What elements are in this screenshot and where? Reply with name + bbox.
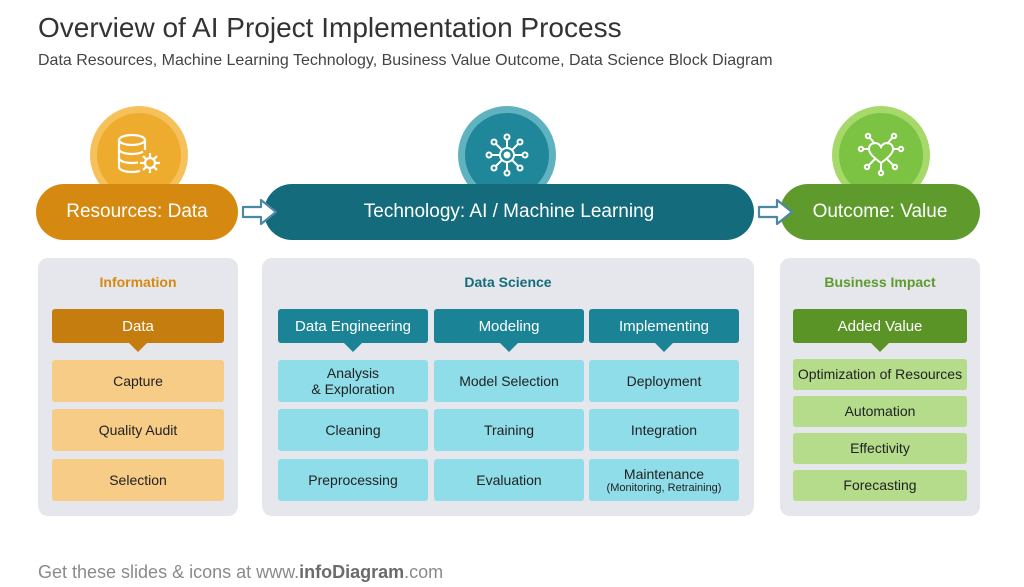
- data-engineering-label: Data Engineering: [295, 317, 411, 335]
- list-item: Analysis & Exploration: [278, 360, 428, 402]
- list-item: Maintenance (Monitoring, Retraining): [589, 459, 739, 501]
- circuit-heart-icon: [857, 132, 905, 177]
- implementing-header: Implementing: [589, 309, 739, 352]
- list-item: Model Selection: [434, 360, 584, 402]
- database-gear-icon: [117, 133, 160, 174]
- list-item: Cleaning: [278, 409, 428, 451]
- data-science-title: Data Science: [464, 274, 552, 290]
- arrow-right-icon: [241, 198, 278, 226]
- list-item: Preprocessing: [278, 459, 428, 501]
- information-title: Information: [99, 274, 177, 290]
- arrow-right-icon: [757, 198, 794, 226]
- list-item: Training: [434, 409, 584, 451]
- list-item: Integration: [589, 409, 739, 451]
- technology-stage: Technology: AI / Machine Learning: [264, 184, 754, 240]
- list-item: Forecasting: [793, 470, 967, 501]
- list-item: Quality Audit: [52, 409, 224, 451]
- technology-stage-label: Technology: AI / Machine Learning: [363, 201, 655, 222]
- data-header-label: Data: [122, 317, 154, 335]
- data-engineering-header: Data Engineering: [278, 309, 428, 352]
- resources-stage: Resources: Data: [36, 184, 238, 240]
- list-item: Automation: [793, 396, 967, 427]
- list-item: Evaluation: [434, 459, 584, 501]
- footer-credit: Get these slides & icons at www.infoDiag…: [38, 562, 444, 582]
- resources-stage-label: Resources: Data: [66, 201, 208, 222]
- list-item: Selection: [52, 459, 224, 501]
- list-item: Deployment: [589, 360, 739, 402]
- outcome-stage: Outcome: Value: [780, 184, 980, 240]
- page-title: Overview of AI Project Implementation Pr…: [38, 12, 622, 43]
- circuit-brain-icon: [485, 133, 529, 177]
- list-item: Optimization of Resources: [793, 359, 967, 390]
- modeling-label: Modeling: [478, 317, 540, 335]
- list-item: Effectivity: [793, 433, 967, 464]
- list-item: Capture: [52, 360, 224, 402]
- page-subtitle: Data Resources, Machine Learning Technol…: [38, 52, 773, 69]
- modeling-header: Modeling: [434, 309, 584, 352]
- data-header: Data: [52, 309, 224, 352]
- added-value-label: Added Value: [837, 317, 923, 335]
- business-impact-title: Business Impact: [824, 274, 936, 290]
- outcome-stage-label: Outcome: Value: [812, 201, 948, 222]
- implementing-label: Implementing: [618, 317, 710, 335]
- added-value-header: Added Value: [793, 309, 967, 352]
